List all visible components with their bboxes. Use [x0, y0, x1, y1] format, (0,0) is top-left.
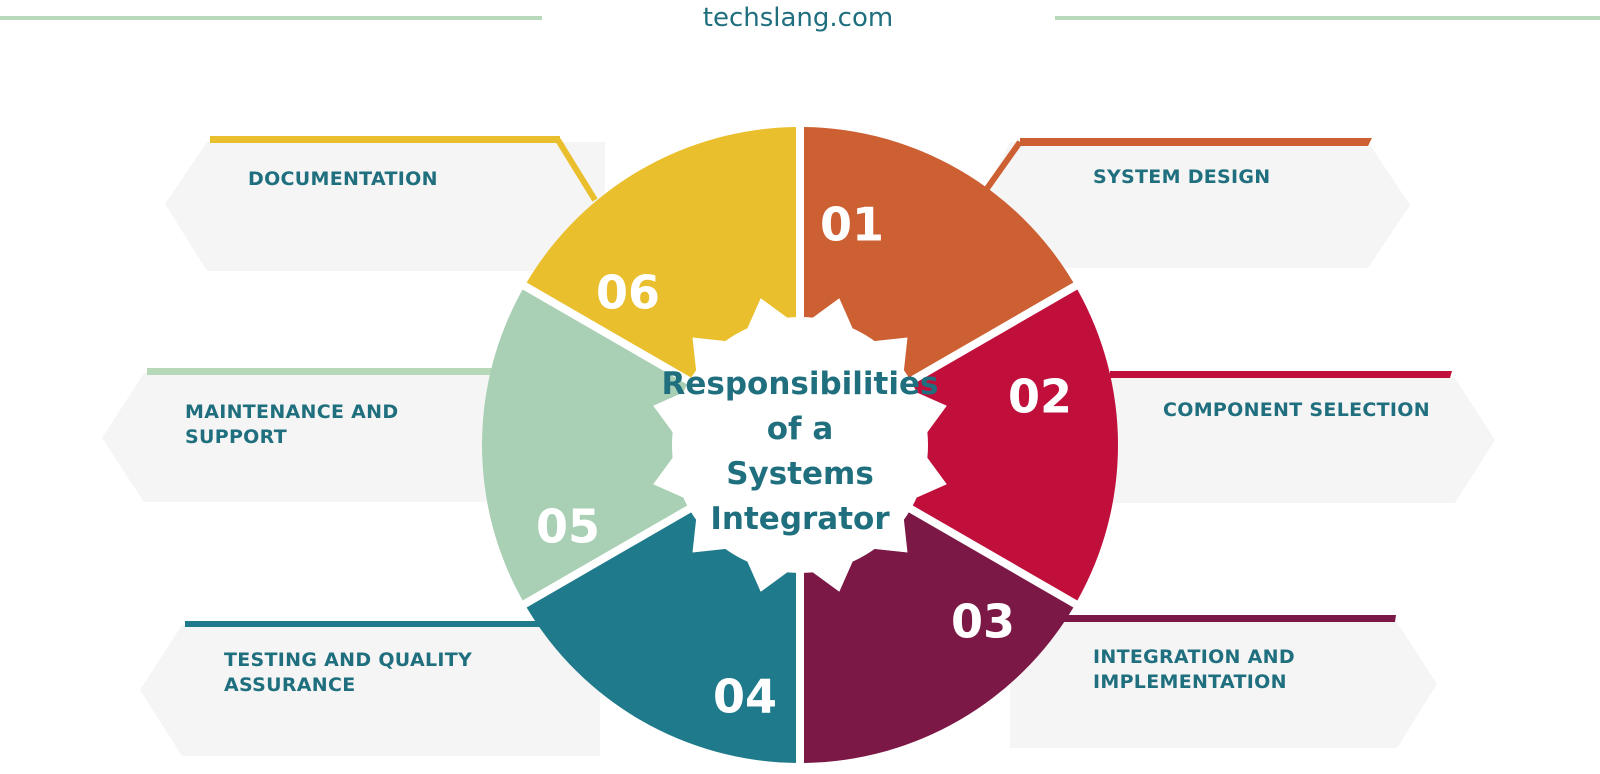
center-line: Systems	[726, 456, 874, 492]
wheel-segment-06	[526, 127, 797, 382]
segment-number-02: 02	[1008, 370, 1072, 424]
panel-documentation: DOCUMENTATION	[165, 136, 605, 271]
panel-component-selection: COMPONENT SELECTION	[1110, 368, 1500, 503]
panel-label-integration-implementation: INTEGRATION AND IMPLEMENTATION	[1093, 646, 1295, 693]
center-line: Integrator	[710, 501, 890, 537]
panel-label-testing-quality: TESTING AND QUALITY ASSURANCE	[224, 649, 473, 696]
panel-integration-implementation: INTEGRATION AND IMPLEMENTATION	[1010, 612, 1450, 748]
panel-shape	[1110, 371, 1495, 503]
panel-label-maintenance-support: MAINTENANCE AND SUPPORT	[185, 401, 399, 448]
panel-shape	[102, 368, 562, 502]
center-hub-circle	[672, 317, 928, 573]
panel-system-design: SYSTEM DESIGN	[980, 132, 1420, 268]
wheel-segment-04	[526, 508, 797, 763]
wheel-segment-02	[905, 289, 1118, 601]
header-line-right	[1055, 16, 1600, 20]
panel-label-system-design: SYSTEM DESIGN	[1093, 166, 1271, 188]
center-line: Responsibilities	[661, 366, 939, 402]
panel-shape	[140, 621, 600, 756]
wheel-segment-03	[803, 508, 1074, 763]
wheel-segment-01	[803, 127, 1074, 382]
panel-testing-quality: TESTING AND QUALITY ASSURANCE	[140, 620, 600, 756]
segment-number-01: 01	[820, 198, 884, 252]
center-line: of a	[766, 411, 834, 447]
segment-number-03: 03	[951, 595, 1015, 649]
panel-shape	[1010, 615, 1437, 748]
panel-shape	[165, 136, 605, 271]
panel-shape	[980, 138, 1410, 268]
site-title[interactable]: techslang.com	[702, 3, 894, 33]
panel-label-documentation: DOCUMENTATION	[248, 168, 438, 190]
segment-number-04: 04	[713, 670, 777, 724]
panel-label-component-selection: COMPONENT SELECTION	[1163, 399, 1430, 421]
wheel-segment-05	[481, 289, 695, 601]
segment-number-05: 05	[536, 500, 600, 554]
segment-number-06: 06	[596, 266, 660, 320]
header-line-left	[0, 16, 542, 20]
center-title: Responsibilities of a Systems Integrator	[655, 362, 945, 542]
panel-maintenance-support: MAINTENANCE AND SUPPORT	[102, 368, 562, 502]
